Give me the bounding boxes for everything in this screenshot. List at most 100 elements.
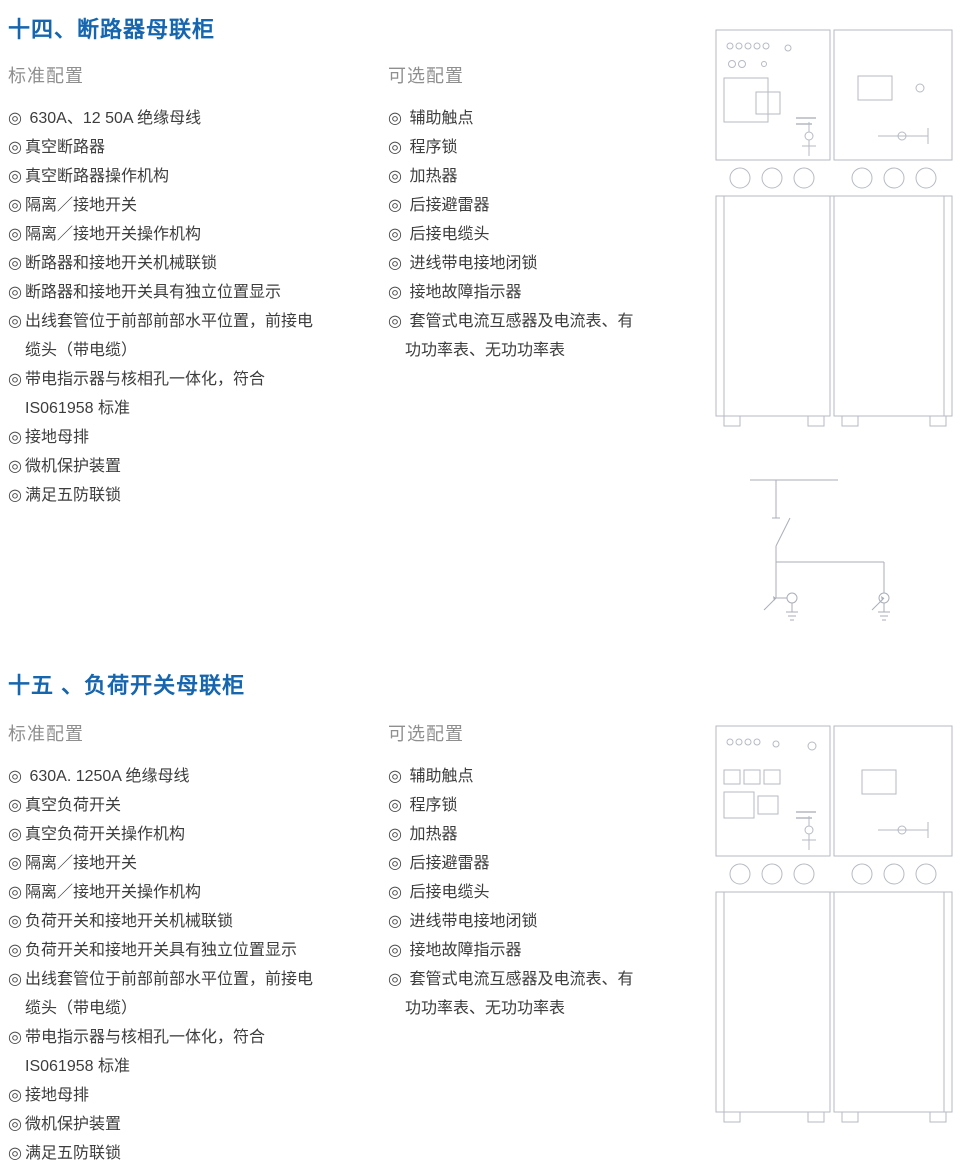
config-list-item: ◎ 套管式电流互感器及电流表、有功功率表、无功功率表 bbox=[388, 307, 638, 365]
bullet-icon: ◎ bbox=[8, 255, 22, 272]
config-list-item: ◎ 加热器 bbox=[388, 162, 638, 191]
config-item-text: 辅助触点 bbox=[405, 768, 474, 785]
config-list-item: ◎真空断路器操作机构 bbox=[8, 162, 328, 191]
config-item-text: 满足五防联锁 bbox=[25, 487, 122, 504]
config-list-item: ◎ 630A. 1250A 绝缘母线 bbox=[8, 762, 328, 791]
bullet-icon: ◎ bbox=[388, 855, 402, 872]
bullet-icon: ◎ bbox=[388, 168, 402, 185]
section-15-standard-column: 标准配置 ◎ 630A. 1250A 绝缘母线◎真空负荷开关◎真空负荷开关操作机… bbox=[8, 722, 328, 1168]
bullet-icon: ◎ bbox=[8, 913, 22, 930]
config-item-text: 真空断路器操作机构 bbox=[25, 168, 170, 185]
config-item-text: 隔离／接地开关 bbox=[25, 855, 138, 872]
config-item-text: 出线套管位于前部前部水平位置，前接电缆头（带电缆） bbox=[25, 313, 314, 359]
config-list-item: ◎ 后接电缆头 bbox=[388, 220, 638, 249]
bullet-icon: ◎ bbox=[8, 942, 22, 959]
config-list-item: ◎微机保护装置 bbox=[8, 1110, 328, 1139]
config-item-text: 隔离／接地开关操作机构 bbox=[25, 884, 202, 901]
bullet-icon: ◎ bbox=[8, 855, 22, 872]
bullet-icon: ◎ bbox=[388, 971, 402, 988]
bullet-icon: ◎ bbox=[8, 429, 22, 446]
config-list-item: ◎接地母排 bbox=[8, 1081, 328, 1110]
config-list-item: ◎出线套管位于前部前部水平位置，前接电缆头（带电缆） bbox=[8, 965, 328, 1023]
config-list-item: ◎真空负荷开关 bbox=[8, 791, 328, 820]
config-list-item: ◎接地母排 bbox=[8, 423, 328, 452]
config-list-item: ◎ 接地故障指示器 bbox=[388, 936, 638, 965]
config-item-text: 满足五防联锁 bbox=[25, 1145, 122, 1162]
bullet-icon: ◎ bbox=[388, 942, 402, 959]
optional-config-list: ◎ 辅助触点◎ 程序锁◎ 加热器◎ 后接避雷器◎ 后接电缆头◎ 进线带电接地闭锁… bbox=[388, 762, 638, 1023]
bullet-icon: ◎ bbox=[8, 110, 22, 127]
config-item-text: 接地母排 bbox=[25, 429, 90, 446]
config-item-text: 套管式电流互感器及电流表、有功功率表、无功功率表 bbox=[405, 971, 634, 1017]
cabinet-front-drawing-2 bbox=[712, 716, 958, 1134]
config-list-item: ◎ 进线带电接地闭锁 bbox=[388, 907, 638, 936]
config-list-item: ◎满足五防联锁 bbox=[8, 481, 328, 510]
config-item-text: 程序锁 bbox=[405, 797, 458, 814]
config-item-text: 接地母排 bbox=[25, 1087, 90, 1104]
bullet-icon: ◎ bbox=[388, 826, 402, 843]
config-item-text: 进线带电接地闭锁 bbox=[405, 255, 538, 272]
config-item-text: 断路器和接地开关机械联锁 bbox=[25, 255, 218, 272]
config-item-text: 微机保护装置 bbox=[25, 458, 122, 475]
circuit-diagram bbox=[742, 466, 960, 638]
config-item-text: 真空负荷开关 bbox=[25, 797, 122, 814]
config-item-text: 断路器和接地开关具有独立位置显示 bbox=[25, 284, 282, 301]
bullet-icon: ◎ bbox=[8, 1145, 22, 1162]
config-item-text: 出线套管位于前部前部水平位置，前接电缆头（带电缆） bbox=[25, 971, 314, 1017]
section-15-optional-column: 可选配置 ◎ 辅助触点◎ 程序锁◎ 加热器◎ 后接避雷器◎ 后接电缆头◎ 进线带… bbox=[388, 722, 638, 1023]
config-list-item: ◎ 接地故障指示器 bbox=[388, 278, 638, 307]
config-item-text: 后接电缆头 bbox=[405, 884, 490, 901]
config-list-item: ◎带电指示器与核相孔一体化，符合 IS061958 标准 bbox=[8, 365, 328, 423]
config-list-item: ◎隔离／接地开关 bbox=[8, 849, 328, 878]
config-list-item: ◎负荷开关和接地开关具有独立位置显示 bbox=[8, 936, 328, 965]
bullet-icon: ◎ bbox=[388, 768, 402, 785]
config-item-text: 隔离／接地开关 bbox=[25, 197, 138, 214]
config-list-item: ◎负荷开关和接地开关机械联锁 bbox=[8, 907, 328, 936]
config-item-text: 隔离／接地开关操作机构 bbox=[25, 226, 202, 243]
bullet-icon: ◎ bbox=[8, 139, 22, 156]
section-14-optional-column: 可选配置 ◎ 辅助触点◎ 程序锁◎ 加热器◎ 后接避雷器◎ 后接电缆头◎ 进线带… bbox=[388, 64, 638, 365]
config-list-item: ◎断路器和接地开关具有独立位置显示 bbox=[8, 278, 328, 307]
bullet-icon: ◎ bbox=[388, 197, 402, 214]
bullet-icon: ◎ bbox=[8, 168, 22, 185]
config-item-text: 负荷开关和接地开关具有独立位置显示 bbox=[25, 942, 298, 959]
bullet-icon: ◎ bbox=[8, 1087, 22, 1104]
bullet-icon: ◎ bbox=[388, 797, 402, 814]
cabinet-front-drawing-1 bbox=[712, 20, 958, 438]
bullet-icon: ◎ bbox=[8, 313, 22, 330]
config-list-item: ◎ 进线带电接地闭锁 bbox=[388, 249, 638, 278]
bullet-icon: ◎ bbox=[388, 255, 402, 272]
bullet-icon: ◎ bbox=[8, 797, 22, 814]
config-item-text: 套管式电流互感器及电流表、有功功率表、无功功率表 bbox=[405, 313, 634, 359]
section-14-title: 十四、断路器母联柜 bbox=[8, 17, 216, 42]
bullet-icon: ◎ bbox=[388, 284, 402, 301]
bullet-icon: ◎ bbox=[8, 458, 22, 475]
bullet-icon: ◎ bbox=[8, 487, 22, 504]
section-14-standard-column: 标准配置 ◎ 630A、12 50A 绝缘母线◎真空断路器◎真空断路器操作机构◎… bbox=[8, 64, 328, 510]
config-item-text: 带电指示器与核相孔一体化，符合 IS061958 标准 bbox=[25, 371, 270, 417]
config-list-item: ◎真空负荷开关操作机构 bbox=[8, 820, 328, 849]
bullet-icon: ◎ bbox=[388, 226, 402, 243]
config-item-text: 真空负荷开关操作机构 bbox=[25, 826, 186, 843]
bullet-icon: ◎ bbox=[8, 884, 22, 901]
config-list-item: ◎ 后接电缆头 bbox=[388, 878, 638, 907]
config-list-item: ◎满足五防联锁 bbox=[8, 1139, 328, 1168]
standard-config-list: ◎ 630A. 1250A 绝缘母线◎真空负荷开关◎真空负荷开关操作机构◎隔离／… bbox=[8, 762, 328, 1168]
bullet-icon: ◎ bbox=[388, 913, 402, 930]
bullet-icon: ◎ bbox=[8, 826, 22, 843]
bullet-icon: ◎ bbox=[8, 197, 22, 214]
bullet-icon: ◎ bbox=[388, 884, 402, 901]
config-list-item: ◎ 辅助触点 bbox=[388, 104, 638, 133]
config-list-item: ◎断路器和接地开关机械联锁 bbox=[8, 249, 328, 278]
config-list-item: ◎真空断路器 bbox=[8, 133, 328, 162]
config-item-text: 630A、12 50A 绝缘母线 bbox=[25, 110, 202, 127]
bullet-icon: ◎ bbox=[8, 971, 22, 988]
config-list-item: ◎隔离／接地开关 bbox=[8, 191, 328, 220]
config-list-item: ◎ 630A、12 50A 绝缘母线 bbox=[8, 104, 328, 133]
config-list-item: ◎带电指示器与核相孔一体化，符合 IS061958 标准 bbox=[8, 1023, 328, 1081]
config-item-text: 带电指示器与核相孔一体化，符合 IS061958 标准 bbox=[25, 1029, 270, 1075]
config-item-text: 真空断路器 bbox=[25, 139, 106, 156]
config-list-item: ◎ 套管式电流互感器及电流表、有功功率表、无功功率表 bbox=[388, 965, 638, 1023]
config-list-item: ◎ 后接避雷器 bbox=[388, 191, 638, 220]
config-list-item: ◎ 加热器 bbox=[388, 820, 638, 849]
